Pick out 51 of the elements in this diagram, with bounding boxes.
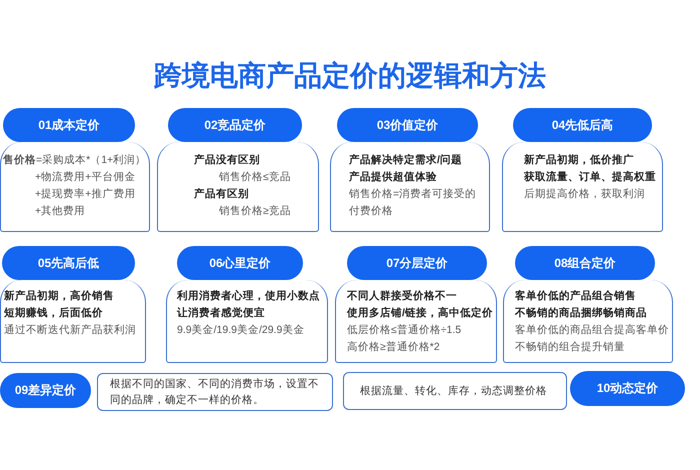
method-card <box>97 373 333 411</box>
detail-text: 根据流量、转化、库存，动态调整价格 <box>360 384 547 399</box>
diagram-title: 跨境电商产品定价的逻辑和方法 <box>154 60 546 92</box>
key-point-text: 不畅销的商品捆绑畅销商品 <box>515 306 647 321</box>
formula-text: 售价格=采购成本*（1+利润） <box>3 153 146 168</box>
method-heading: 09差异定价 <box>0 373 91 408</box>
key-point-text: 产品没有区别 <box>194 153 260 168</box>
key-point-text: 产品提供超值体验 <box>349 170 437 185</box>
detail-text: 客单价低的商品组合提高客单价 <box>515 323 669 338</box>
formula-text: +其他费用 <box>35 204 86 219</box>
key-point-text: 产品有区别 <box>194 187 249 202</box>
key-point-text: 客单价低的产品组合销售 <box>515 288 636 304</box>
detail-text: 销售价格=消费者可接受的付费价格 <box>349 187 478 219</box>
detail-text: 销售价格≥竞品 <box>219 204 291 219</box>
method-heading: 05先高后低 <box>2 246 135 280</box>
key-point-text: 让消费者感觉便宜 <box>177 306 265 321</box>
method-heading: 07分层定价 <box>347 246 487 280</box>
key-point-text: 使用多店铺/链接，高中低定价 <box>347 306 493 321</box>
method-card <box>157 142 319 232</box>
key-point-text: 短期赚钱，后面低价 <box>4 306 103 321</box>
detail-text: 9.9美金/19.9美金/29.9美金 <box>177 323 304 338</box>
method-heading: 10动态定价 <box>570 371 685 406</box>
detail-text: 销售价格≤竞品 <box>219 170 291 185</box>
detail-text: 通过不断迭代新产品获利润 <box>4 323 136 338</box>
formula-text: +物流费用+平台佣金 <box>35 170 136 185</box>
key-point-text: 获取流量、订单、提高权重 <box>524 170 656 185</box>
method-card <box>0 142 150 232</box>
method-heading: 03价值定价 <box>337 108 478 142</box>
method-card <box>166 280 328 363</box>
method-heading: 02竞品定价 <box>168 108 302 142</box>
detail-text: 不畅销的组合提升销量 <box>515 340 625 355</box>
key-point-text: 新产品初期，高价销售 <box>4 288 114 304</box>
method-card <box>343 372 567 410</box>
method-heading: 01成本定价 <box>3 108 135 142</box>
key-point-text: 产品解决特定需求/问题 <box>349 152 462 168</box>
method-card <box>330 142 490 232</box>
formula-text: +提现费率+推广费用 <box>35 187 136 202</box>
method-heading: 06心里定价 <box>177 246 303 280</box>
key-point-text: 利用消费者心理，使用小数点 <box>177 288 320 304</box>
method-card <box>335 280 497 363</box>
detail-text: 后期提高价格，获取利润 <box>524 187 645 202</box>
key-point-text: 新产品初期，低价推广 <box>524 153 634 168</box>
method-card <box>502 142 663 232</box>
detail-text: 低层价格≤普通价格÷1.5 <box>347 323 462 338</box>
key-point-text: 不同人群接受价格不一 <box>347 289 457 304</box>
method-card <box>0 280 146 363</box>
method-heading: 04先低后高 <box>513 108 652 142</box>
method-card <box>503 280 673 363</box>
method-heading: 08组合定价 <box>515 246 655 280</box>
detail-text: 高价格≥普通价格*2 <box>347 340 440 355</box>
detail-text: 根据不同的国家、不同的消费市场，设置不同的品牌，确定不一样的价格。 <box>110 377 320 408</box>
